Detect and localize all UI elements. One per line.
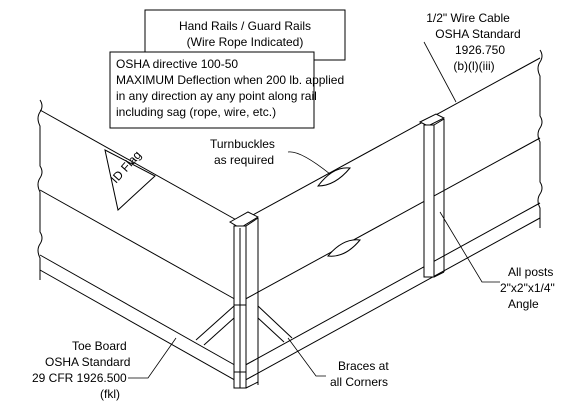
title-line-1: Hand Rails / Guard Rails	[179, 19, 311, 33]
directive-box: OSHA directive 100-50 MAXIMUM Deflection…	[109, 51, 344, 129]
toe-board-line-4: (fkl)	[100, 387, 120, 401]
posts-line-1: All posts	[508, 265, 553, 279]
turnbuckles-label: Turnbuckles as required	[210, 137, 331, 175]
braces-line-2: all Corners	[330, 375, 388, 389]
left-rail-lines	[37, 99, 241, 384]
turnbuckles-line-2: as required	[214, 153, 274, 167]
wire-cable-line-4: (b)(l)(iii)	[453, 59, 494, 73]
turnbuckles-line-1: Turnbuckles	[210, 137, 275, 151]
wire-cable-line-1: 1/2" Wire Cable	[426, 11, 510, 25]
braces-line-1: Braces at	[338, 359, 389, 373]
toe-board-line-1: Toe Board	[72, 339, 127, 353]
corner-braces	[195, 305, 293, 346]
posts-line-2: 2"x2"x1/4"	[500, 281, 555, 295]
wire-cable-label: 1/2" Wire Cable OSHA Standard 1926.750 (…	[423, 11, 521, 103]
turnbuckle-lower	[327, 239, 361, 257]
directive-line-4: including sag (rope, wire, etc.)	[116, 105, 276, 119]
posts-line-3: Angle	[508, 297, 539, 311]
braces-label: Braces at all Corners	[287, 337, 389, 389]
wire-cable-line-2: OSHA Standard	[435, 27, 520, 41]
wire-cable-line-3: 1926.750	[455, 43, 505, 57]
title-line-2: (Wire Rope Indicated)	[187, 35, 304, 49]
corner-post	[229, 211, 260, 389]
posts-label: All posts 2"x2"x1/4" Angle	[439, 211, 555, 311]
toe-board-line-2: OSHA Standard	[45, 355, 130, 369]
toe-board-label: Toe Board OSHA Standard 29 CFR 1926.500 …	[32, 337, 177, 401]
directive-line-2: MAXIMUM Deflection when 200 lb. applied	[116, 73, 344, 87]
right-rail-lines	[239, 49, 543, 384]
id-flag: ID Flag	[104, 148, 156, 211]
toe-board-line-3: 29 CFR 1926.500	[32, 371, 127, 385]
directive-line-3: in any direction ay any point along rail	[116, 89, 317, 103]
turnbuckle-upper	[316, 167, 351, 187]
right-post	[418, 113, 446, 278]
directive-line-1: OSHA directive 100-50	[116, 57, 238, 71]
